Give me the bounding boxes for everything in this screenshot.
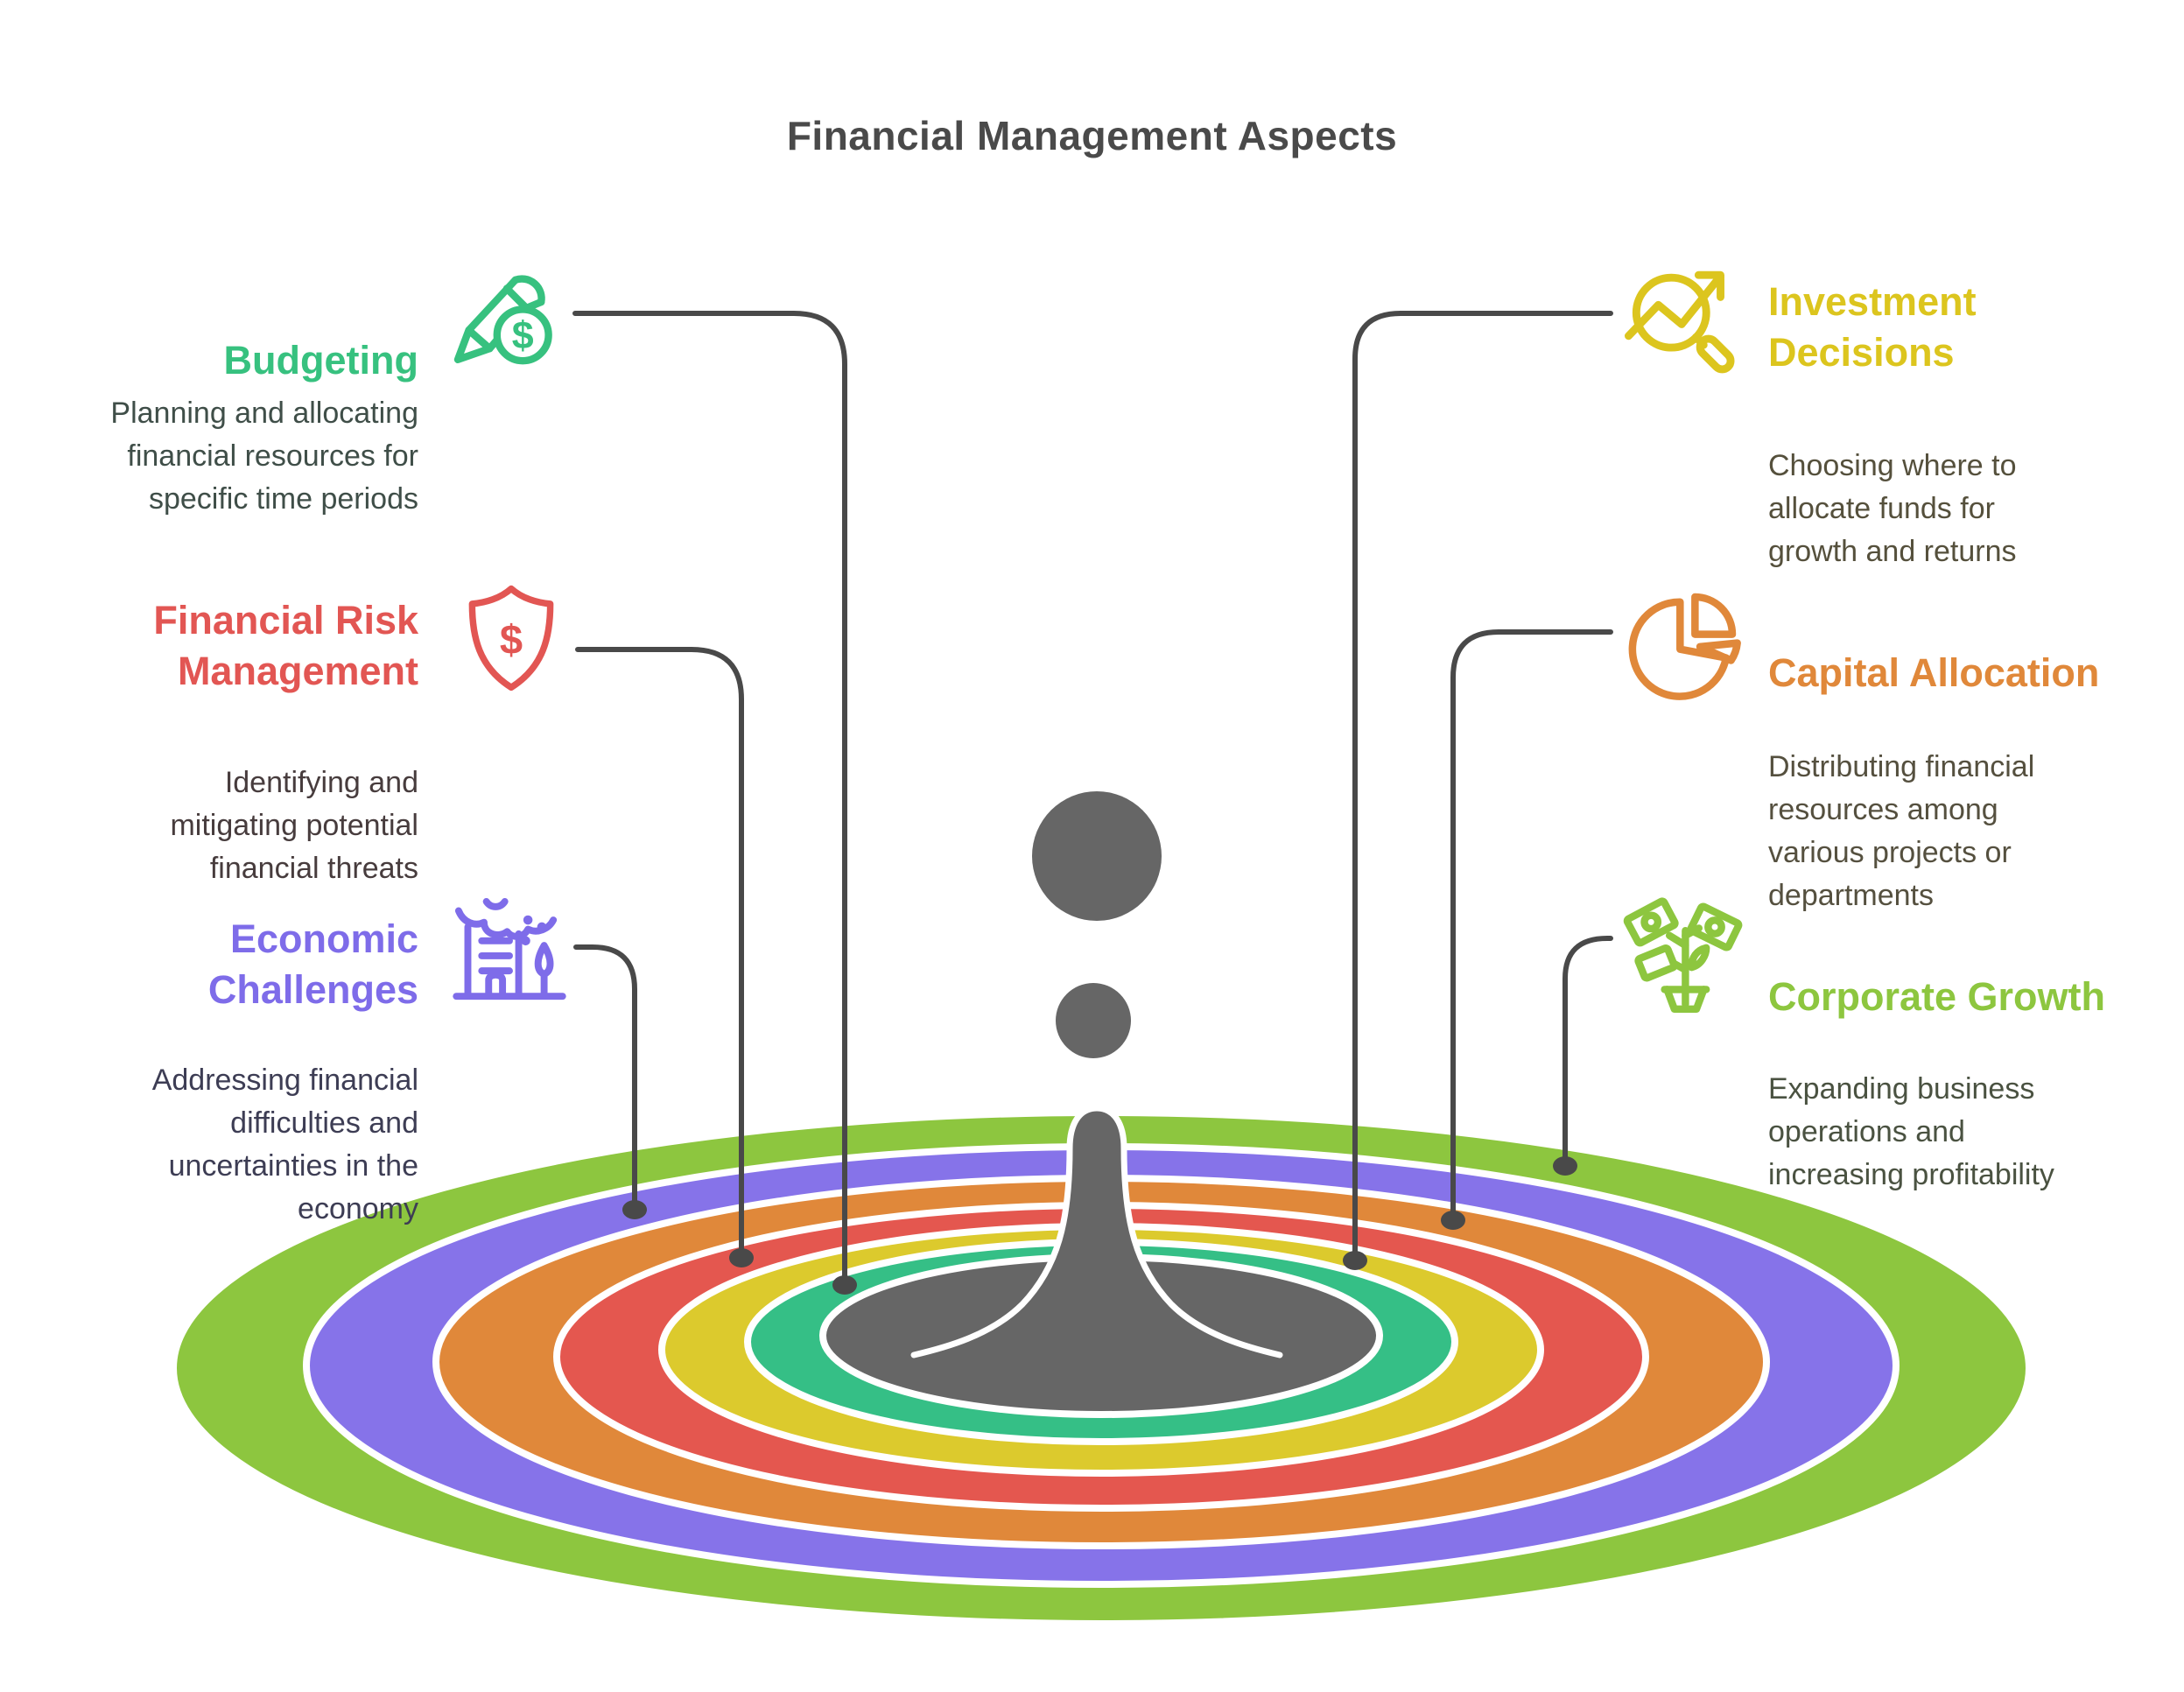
connector-capital (1450, 629, 1613, 1216)
dot-budgeting (832, 1275, 857, 1295)
corporate-growth-description: Expanding business operations and increa… (1768, 1072, 2054, 1191)
building-crisis-icon (443, 895, 576, 1010)
budgeting-description: Planning and allocating financial resour… (110, 397, 418, 516)
economic-challenges-heading: Economic Challenges (207, 916, 418, 1012)
financial-risk-description: Identifying and mitigating potential fin… (170, 766, 418, 885)
svg-text:$: $ (512, 313, 534, 357)
dot-capital (1441, 1211, 1465, 1230)
connector-budgeting (572, 311, 847, 1281)
budgeting-heading: Budgeting (223, 338, 418, 383)
corporate-growth-heading: Corporate Growth (1768, 974, 2106, 1019)
investment-decisions-heading: Investment Decisions (1768, 279, 1977, 375)
investment-decisions-description: Choosing where to allocate funds for gro… (1768, 449, 2017, 568)
dot-investment (1343, 1251, 1367, 1270)
financial-risk-heading: Financial Risk Management (153, 598, 418, 693)
pen-dollar-icon: $ (446, 259, 579, 382)
svg-text:$: $ (500, 616, 523, 663)
splash-column-outline (910, 1105, 1283, 1359)
pie-chart-icon (1623, 574, 1747, 714)
economic-challenges-description: Addressing financial difficulties and un… (151, 1064, 418, 1225)
magnifier-trend-icon (1625, 257, 1754, 389)
droplet-large (1032, 791, 1162, 921)
droplet-small (1056, 983, 1131, 1058)
connector-risk (575, 647, 744, 1253)
connector-economic (573, 944, 637, 1205)
capital-allocation-description: Distributing financial resources among v… (1768, 750, 2035, 912)
capital-allocation-heading: Capital Allocation (1768, 650, 2100, 695)
money-plant-icon (1623, 891, 1745, 1024)
connectors (572, 311, 1613, 1281)
splash-column (914, 1108, 1280, 1355)
connector-corporate (1563, 936, 1613, 1162)
page-title: Financial Management Aspects (786, 113, 1398, 158)
dot-risk (729, 1248, 754, 1267)
dot-economic (622, 1200, 647, 1219)
shield-dollar-icon: $ (457, 574, 565, 716)
dot-corporate (1553, 1156, 1577, 1176)
connector-investment (1352, 311, 1613, 1256)
